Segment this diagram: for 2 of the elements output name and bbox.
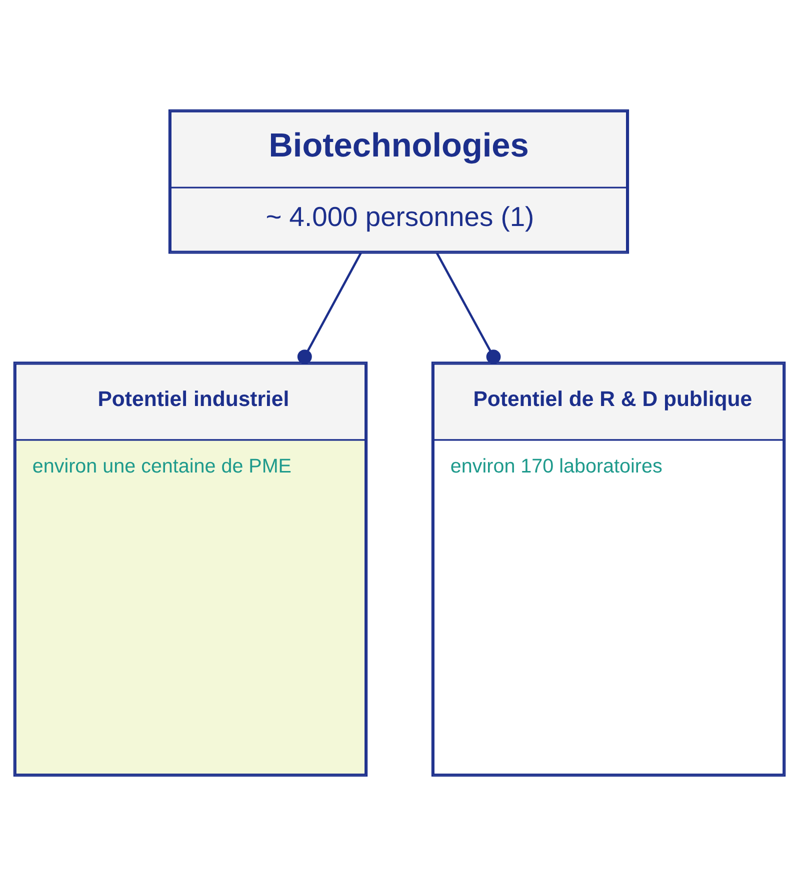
connector	[436, 252, 501, 364]
connector	[297, 252, 362, 364]
